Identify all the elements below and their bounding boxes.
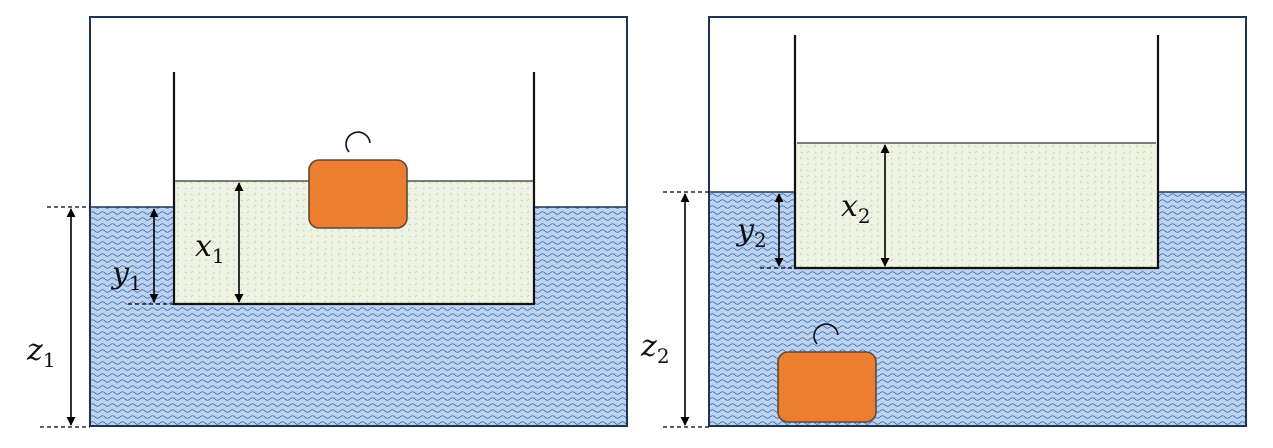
- panel-2: x2 y2 z2: [640, 16, 1247, 428]
- label-z2: z2: [640, 329, 670, 368]
- label-x2: x2: [841, 189, 871, 228]
- container-walls-1: [172, 72, 536, 306]
- hook-icon: [813, 323, 839, 345]
- label-y2: y2: [735, 213, 767, 252]
- tank-outline-2: [708, 16, 1247, 427]
- weight-block-icon: [777, 351, 877, 423]
- label-x1: x1: [195, 229, 225, 268]
- hook-icon: [345, 131, 371, 153]
- container-liquid-2: [795, 143, 1158, 268]
- panel-1: x1 y1 z1: [26, 16, 628, 428]
- container-walls-2: [793, 35, 1160, 270]
- label-y1: y1: [110, 256, 142, 295]
- tank-outline-1: [89, 16, 628, 427]
- weight-block-icon: [308, 159, 408, 229]
- label-z1: z1: [26, 333, 56, 372]
